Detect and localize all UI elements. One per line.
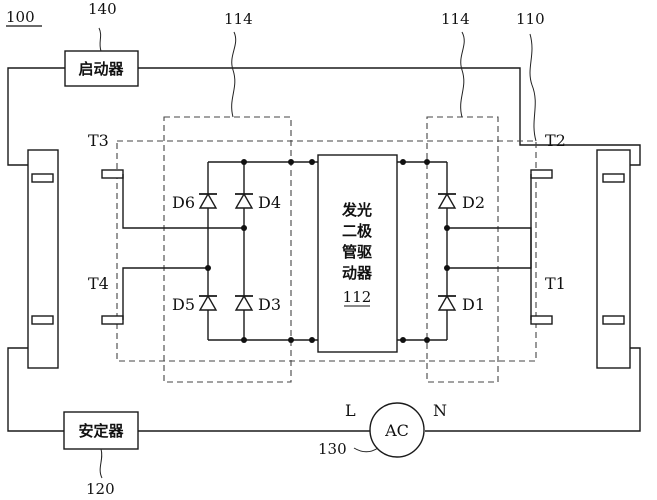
diode-d1 bbox=[437, 294, 457, 311]
right-bridge-leader bbox=[460, 31, 465, 118]
ballast-ref-leader bbox=[99, 448, 103, 479]
ac-line-label: L bbox=[345, 401, 356, 420]
diode-label-d1: D1 bbox=[462, 295, 485, 314]
diode-d4 bbox=[234, 192, 254, 209]
starter-ref: 140 bbox=[88, 0, 117, 18]
svg-text:AC: AC bbox=[384, 421, 409, 440]
diode-label-d4: D4 bbox=[258, 193, 281, 212]
terminal-label-t3: T3 bbox=[88, 131, 109, 150]
ballast-block: 安定器 bbox=[63, 411, 139, 450]
terminal-pin-t4 bbox=[101, 315, 124, 325]
right-bridge-ref: 114 bbox=[441, 10, 470, 28]
outer-wiring bbox=[7, 67, 641, 432]
svg-text:管驱: 管驱 bbox=[342, 243, 372, 261]
diode-d6 bbox=[198, 192, 218, 209]
svg-text:发光: 发光 bbox=[341, 201, 372, 219]
left-bridge-leader bbox=[231, 31, 237, 118]
left-bridge-boundary bbox=[163, 116, 292, 383]
svg-text:动器: 动器 bbox=[342, 264, 373, 282]
diode-label-d6: D6 bbox=[172, 193, 195, 212]
terminal-label-t4: T4 bbox=[88, 274, 109, 293]
right-bridge-boundary bbox=[426, 116, 499, 383]
starter-block: 启动器 bbox=[64, 50, 139, 87]
led-driver-block: 发光 二极 管驱 动器 bbox=[317, 154, 398, 353]
terminal-pin-t3 bbox=[101, 169, 124, 179]
terminal-pin-t1 bbox=[530, 315, 553, 325]
right-end-cap bbox=[596, 149, 631, 369]
ac-neutral-label: N bbox=[433, 401, 447, 420]
figure-number: 100 bbox=[6, 8, 35, 26]
diode-d3 bbox=[234, 294, 254, 311]
left-end-cap bbox=[27, 149, 59, 369]
terminal-label-t1: T1 bbox=[545, 274, 566, 293]
tube-ref: 110 bbox=[516, 10, 545, 28]
terminal-label-t2: T2 bbox=[545, 131, 566, 150]
terminal-pin-t2 bbox=[530, 169, 553, 179]
ac-source: AC bbox=[369, 402, 425, 458]
ac-ref: 130 bbox=[318, 440, 347, 458]
diode-d5 bbox=[198, 294, 218, 311]
diode-label-d2: D2 bbox=[462, 193, 485, 212]
svg-text:启动器: 启动器 bbox=[78, 60, 124, 78]
svg-text:安定器: 安定器 bbox=[78, 422, 124, 440]
led-driver-ref: 112 bbox=[343, 288, 372, 306]
diode-d2 bbox=[437, 192, 457, 209]
left-bridge-ref: 114 bbox=[224, 10, 253, 28]
ac-ref-leader bbox=[353, 447, 379, 453]
tube-leader bbox=[529, 33, 537, 142]
junction-dots bbox=[205, 159, 450, 343]
ballast-ref: 120 bbox=[86, 480, 115, 498]
diode-label-d3: D3 bbox=[258, 295, 281, 314]
svg-text:二极: 二极 bbox=[342, 222, 373, 240]
starter-ref-leader bbox=[98, 27, 102, 52]
diode-label-d5: D5 bbox=[172, 295, 195, 314]
